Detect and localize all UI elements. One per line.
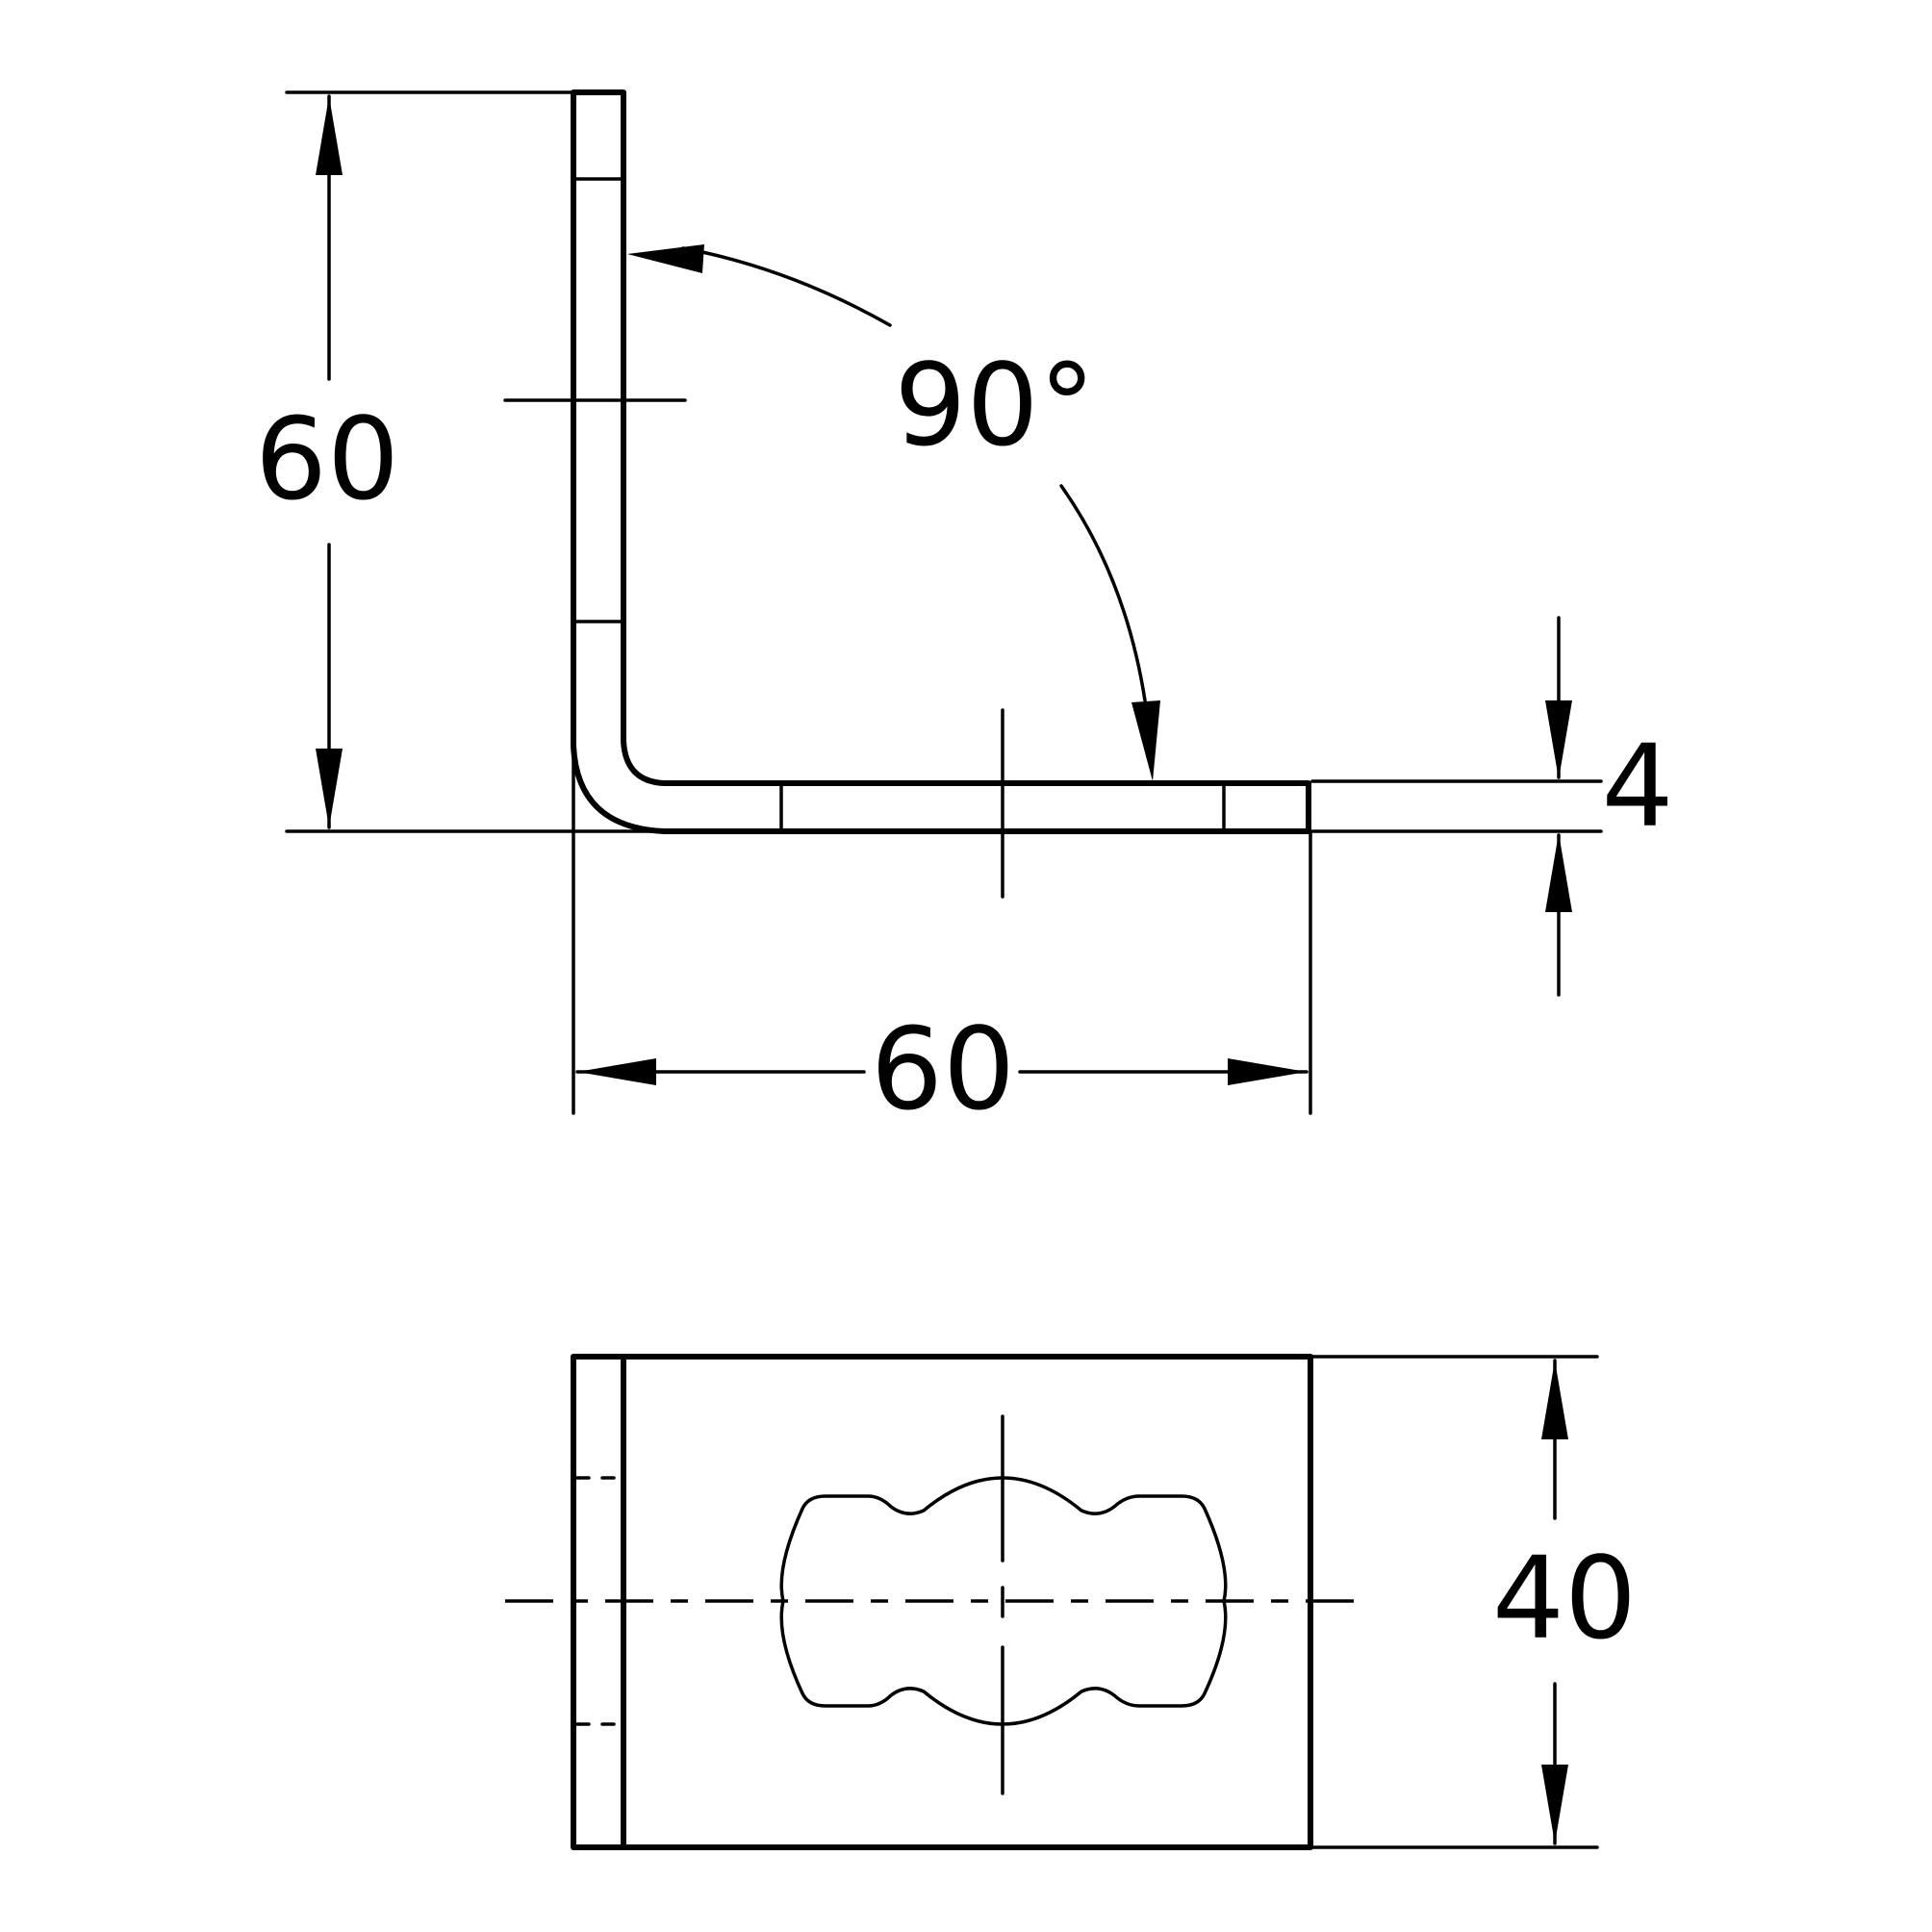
arrowhead (1545, 833, 1572, 912)
arrowhead (1541, 1765, 1568, 1843)
slotted-hole (779, 1476, 1228, 1726)
side-view: 60 60 4 90° (255, 89, 1674, 1135)
arrowhead (316, 749, 343, 827)
arrowhead (1228, 1058, 1307, 1085)
dimension-label: 60 (255, 393, 399, 525)
arrowhead (1131, 700, 1160, 781)
arrowhead (1545, 700, 1572, 779)
dimension-label: 40 (1492, 1532, 1637, 1665)
dimension-bend-angle: 90° (627, 244, 1160, 781)
arrowhead (577, 1058, 656, 1085)
arrowhead (316, 96, 343, 175)
dimension-vertical-leg-height: 60 (255, 94, 399, 829)
dimension-bracket-width: 40 (1492, 1359, 1637, 1845)
dimension-label: 90° (894, 339, 1095, 471)
dimension-horizontal-leg-length: 60 (575, 1003, 1309, 1135)
top-view: 40 (505, 1354, 1637, 1850)
bracket-outline (571, 89, 1311, 834)
dimension-label: 4 (1601, 720, 1673, 852)
dimension-material-thickness: 4 (1545, 616, 1674, 997)
arrowhead (627, 244, 704, 273)
arrowhead (1541, 1360, 1568, 1439)
dimension-label: 60 (871, 1003, 1015, 1135)
